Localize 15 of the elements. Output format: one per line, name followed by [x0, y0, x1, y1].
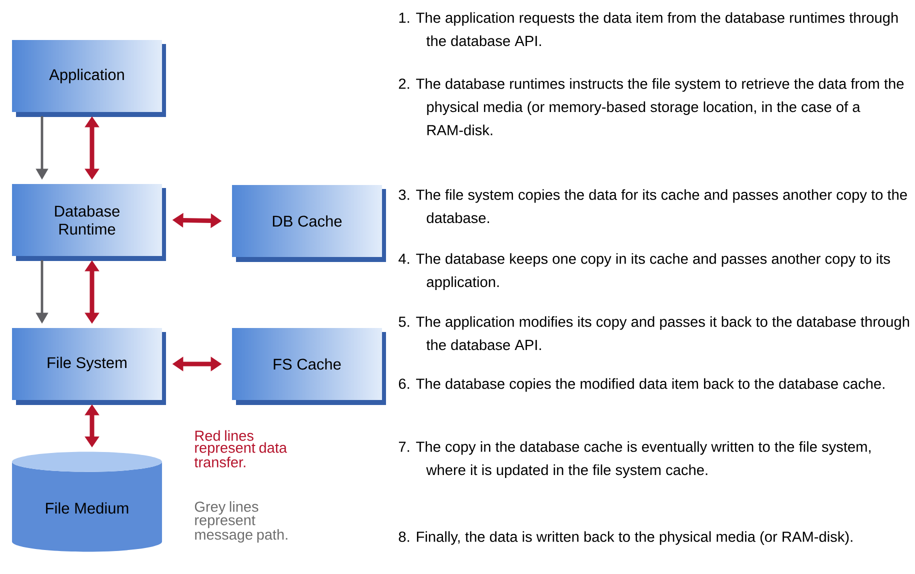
process-box: Database Runtime [12, 184, 166, 261]
list-item: 8. Finally, the data is written back to the physical media (or RAM-disk). [398, 531, 852, 545]
process-box: DB Cache [232, 185, 386, 262]
note-text: Red lines represent data transfer. [194, 430, 287, 468]
list-item: 3. The file system copies the data for its cache and passes another copy to the database. [398, 189, 907, 224]
storage-cylinder: File Medium [12, 452, 162, 552]
list-item: 1. The application requests the data item from the database runtimes through the database API. [399, 12, 898, 46]
list-item: 7. The copy in the database cache is eventually written to the file system, where it is updated in the file system cache. [398, 441, 870, 478]
process-box: Application [12, 40, 166, 117]
list-item: 2. The database runtimes instructs the file system to retrieve the data from the physical media (or memory-based storage location, in the case of a RAM-disk. [398, 78, 904, 136]
list-item: 4. The database keeps one copy in its cache and passes another copy to its application. [398, 253, 890, 290]
process-box: File System [12, 328, 166, 405]
process-box: FS Cache [232, 328, 386, 405]
note-text: Grey lines represent message path. [194, 501, 288, 543]
list-item: 5. The application modifies its copy and passes it back to the database through the database API. [398, 316, 910, 350]
